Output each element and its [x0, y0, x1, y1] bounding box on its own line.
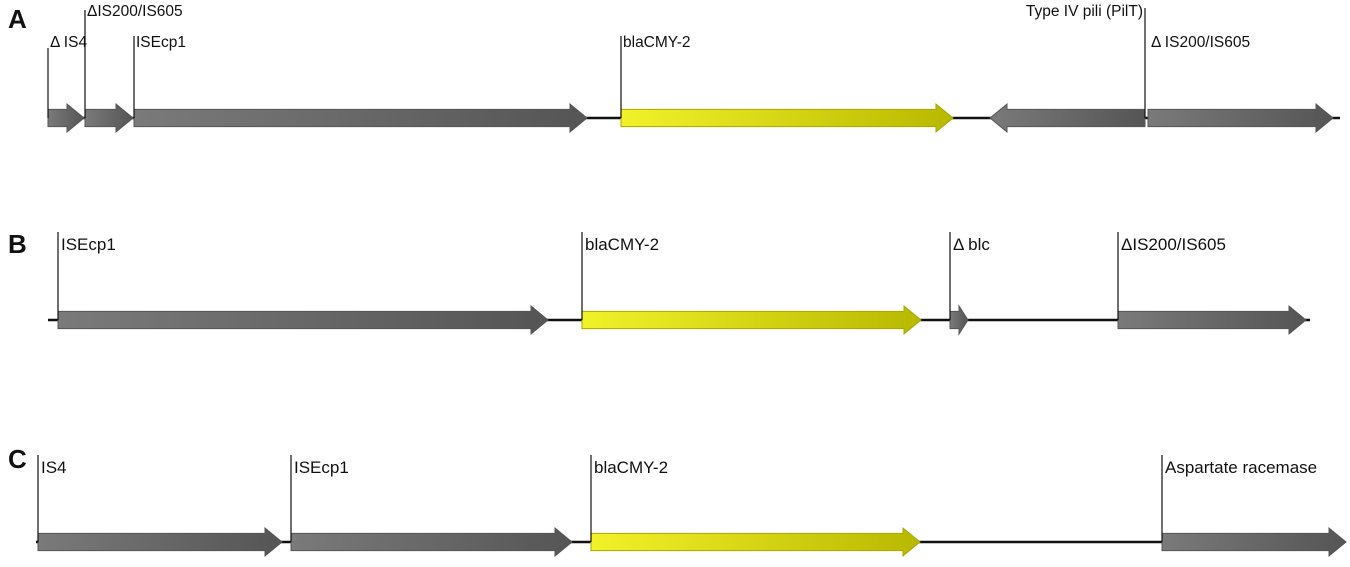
- gene-label: Δ IS4: [50, 34, 87, 51]
- gene-label: ISEcp1: [61, 235, 116, 254]
- gene-delta-is200-is605-a1: ΔIS200/IS605: [84, 3, 183, 134]
- gene-arrow: [989, 102, 1146, 134]
- gene-delta-is4: Δ IS4: [47, 34, 87, 134]
- gene-arrow: [1117, 304, 1307, 336]
- gene-isecp1-c: ISEcp1: [290, 455, 573, 558]
- gene-arrow: [47, 102, 85, 134]
- gene-label: Aspartate racemase: [1165, 458, 1317, 477]
- gene-label: Δ blc: [953, 235, 990, 254]
- gene-arrow: [581, 304, 922, 336]
- gene-label: blaCMY-2: [623, 34, 691, 51]
- gene-arrow: [290, 526, 573, 558]
- gene-arrow: [1147, 102, 1334, 134]
- gene-label: Δ IS200/IS605: [1151, 34, 1250, 51]
- gene-arrow: [37, 526, 283, 558]
- gene-isecp1-a: ISEcp1: [133, 34, 588, 134]
- gene-arrow: [133, 102, 588, 134]
- panel-letter-b: B: [8, 229, 27, 259]
- gene-arrow: [620, 102, 954, 134]
- panel-a: A Δ IS4 ΔIS200/IS605 ISEcp1 blaCMY-2 Typ…: [8, 3, 1340, 134]
- gene-label: blaCMY-2: [585, 235, 659, 254]
- gene-isecp1-b: ISEcp1: [57, 232, 549, 336]
- panel-b: B ISEcp1 blaCMY-2 Δ blc ΔIS200/IS605: [8, 229, 1310, 336]
- gene-label: ISEcp1: [294, 458, 349, 477]
- gene-arrow: [590, 526, 921, 558]
- gene-is4-c: IS4: [37, 455, 283, 558]
- gene-label: Type IV pili (PilT): [1026, 3, 1143, 20]
- panel-letter-c: C: [8, 444, 27, 474]
- gene-delta-is200-is605-b: ΔIS200/IS605: [1117, 232, 1307, 336]
- panel-letter-a: A: [8, 4, 27, 34]
- gene-delta-is200-is605-a2: Δ IS200/IS605: [1144, 8, 1334, 134]
- gene-label: ISEcp1: [136, 34, 186, 51]
- gene-label: IS4: [41, 458, 67, 477]
- panel-c: C IS4 ISEcp1 blaCMY-2 Aspartate racemase: [8, 444, 1347, 558]
- gene-blacmy2-b: blaCMY-2: [581, 232, 922, 336]
- gene-blacmy2-c: blaCMY-2: [590, 455, 921, 558]
- gene-arrow: [84, 102, 134, 134]
- gene-label: ΔIS200/IS605: [1121, 235, 1226, 254]
- gene-type-iv-pili: Type IV pili (PilT): [989, 3, 1146, 134]
- gene-arrow: [949, 304, 969, 336]
- gene-label: blaCMY-2: [594, 458, 668, 477]
- gene-blacmy2-a: blaCMY-2: [620, 34, 954, 134]
- gene-arrow: [57, 304, 549, 336]
- gene-delta-blc: Δ blc: [949, 232, 990, 336]
- gene-aspartate-racemase: Aspartate racemase: [1161, 455, 1347, 558]
- gene-label: ΔIS200/IS605: [87, 3, 183, 20]
- gene-arrow: [1161, 526, 1347, 558]
